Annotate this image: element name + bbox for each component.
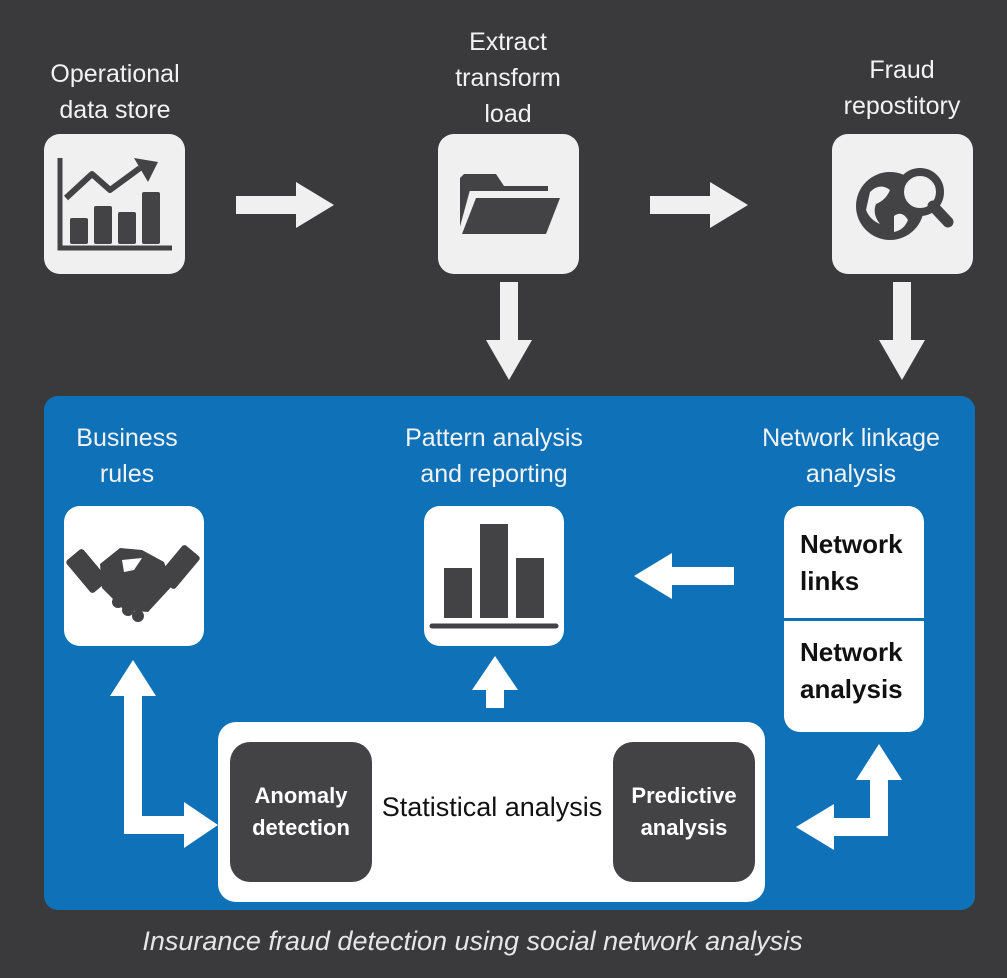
statistical-analysis-label: Statistical analysis [381,792,603,822]
ods-label: Operational data store [50,60,180,124]
arrow-network-stat [796,744,902,850]
network-linkage-label: Network linkage analysis [762,424,940,488]
arrow-repo-down [879,282,925,380]
etl-label: Extract transform load [455,28,561,128]
handshake-icon [66,545,200,622]
pattern-analysis-label: Pattern analysis and reporting [405,424,583,488]
anomaly-detection-box: Anomaly detection [230,742,372,882]
arrow-ods-to-etl [236,182,334,228]
pattern-analysis-tile [424,506,564,646]
folder-icon [456,174,569,241]
bar-chart-icon [429,524,559,629]
predictive-analysis-box: Predictive analysis [613,742,755,882]
network-analysis-label: Network analysis [800,637,903,704]
arrow-etl-to-repo [650,182,748,228]
network-box: Network links Network analysis [784,506,928,732]
network-divider [784,618,928,621]
arrow-business-stat [110,660,218,848]
arrow-stat-to-pattern [472,656,518,708]
network-links-label: Network links [800,529,903,596]
globe-search-icon [856,168,954,240]
repo-tile [832,134,973,274]
growth-chart-icon [57,158,172,251]
repo-label: Fraud repostitory [843,56,961,120]
business-rules-tile [64,506,204,646]
arrow-network-to-pattern [634,553,734,599]
etl-tile [438,134,579,274]
ods-tile [44,134,185,274]
business-rules-label: Business rules [76,424,178,488]
arrow-etl-down [486,282,532,380]
statistical-analysis-box: Anomaly detection Statistical analysis P… [218,722,765,902]
caption: Insurance fraud detection using social n… [142,926,803,956]
